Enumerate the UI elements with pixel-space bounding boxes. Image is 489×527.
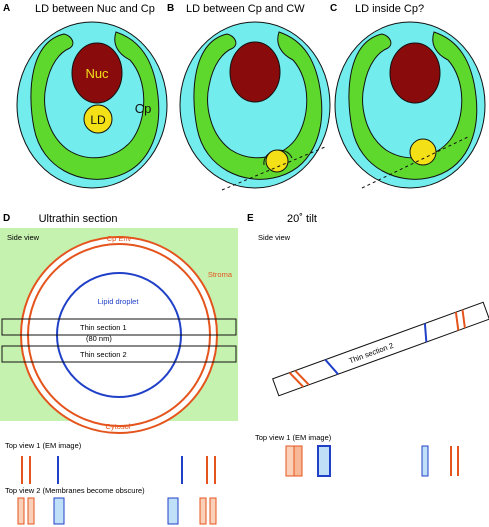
obscure-envelope-band bbox=[27, 497, 35, 525]
top-view-2-label: Top view 2 (Membranes become obscure) bbox=[5, 486, 145, 495]
panel-d-letter: D bbox=[3, 213, 10, 224]
chloroplast bbox=[30, 31, 160, 180]
lipid-droplet bbox=[409, 138, 437, 166]
lipid-band bbox=[421, 445, 429, 477]
obscure-lipid-band bbox=[167, 497, 179, 525]
nucleus bbox=[389, 42, 441, 104]
lipid-droplet bbox=[83, 104, 113, 134]
panel-e-letter: E bbox=[247, 213, 254, 224]
chloroplast bbox=[348, 31, 478, 180]
panel-c-letter: C bbox=[330, 3, 337, 14]
thin-section-2-label: Thin section 2 bbox=[80, 350, 127, 359]
obscure-lipid-band bbox=[53, 497, 65, 525]
obscure-envelope-band bbox=[199, 497, 207, 525]
panel-b-letter: B bbox=[167, 3, 174, 14]
thin-section-1-box bbox=[1, 318, 237, 336]
lipid-droplet-label: Lipid droplet bbox=[98, 297, 140, 306]
panel-e-title: 20˚ tilt bbox=[287, 213, 317, 225]
ld-label: LD bbox=[90, 113, 106, 127]
chloroplast bbox=[193, 31, 323, 180]
panel-a: A LD between Nuc and Cp Nuc LD Cp bbox=[3, 3, 168, 189]
obscure-envelope-band bbox=[293, 445, 303, 477]
panel-b: B LD between Cp and CW bbox=[167, 3, 331, 191]
panel-d: D Ultrathin section Side view Stroma Cp … bbox=[0, 213, 238, 525]
panel-b-title: LD between Cp and CW bbox=[186, 3, 305, 15]
cp-label: Cp bbox=[135, 101, 152, 116]
envelope-line bbox=[288, 371, 304, 388]
section-line bbox=[221, 146, 326, 191]
tilted-section-box bbox=[272, 301, 489, 397]
panel-c-title: LD inside Cp? bbox=[355, 3, 424, 15]
envelope-line bbox=[294, 369, 310, 386]
obscure-envelope-band bbox=[285, 445, 295, 477]
thin-section-2-box bbox=[1, 345, 237, 363]
cp-env-label: Cp Env bbox=[107, 234, 132, 243]
thin-section-1-thickness: (80 nm) bbox=[86, 334, 112, 343]
panel-e: E 20˚ tilt Side view Thin section 2 Top … bbox=[247, 213, 489, 477]
tilted-section: Thin section 2 bbox=[272, 301, 489, 397]
panel-a-title: LD between Nuc and Cp bbox=[35, 3, 155, 15]
lipid-droplet bbox=[265, 149, 289, 173]
obscure-lipid-band bbox=[317, 445, 331, 477]
panel-d-title: Ultrathin section bbox=[39, 213, 118, 225]
lipid-line bbox=[423, 323, 428, 343]
obscure-envelope-band bbox=[209, 497, 217, 525]
nucleus bbox=[71, 42, 123, 104]
panel-c: C LD inside Cp? bbox=[330, 3, 486, 189]
thin-section-1-label: Thin section 1 bbox=[80, 323, 127, 332]
panel-a-letter: A bbox=[3, 3, 10, 14]
obscure-envelope-band bbox=[17, 497, 25, 525]
side-view-label: Side view bbox=[258, 233, 291, 242]
nucleus bbox=[229, 41, 281, 103]
nuc-label: Nuc bbox=[85, 66, 109, 81]
envelope-line bbox=[454, 312, 460, 331]
side-view-label: Side view bbox=[7, 233, 40, 242]
top-view-1-label: Top view 1 (EM image) bbox=[255, 433, 332, 442]
stroma-label: Stroma bbox=[208, 270, 233, 279]
top-view-1-label: Top view 1 (EM image) bbox=[5, 441, 82, 450]
section-line bbox=[361, 135, 471, 189]
cytosol-label: Cytosol bbox=[105, 422, 130, 431]
envelope-line bbox=[461, 309, 466, 329]
lipid-line bbox=[324, 359, 339, 375]
